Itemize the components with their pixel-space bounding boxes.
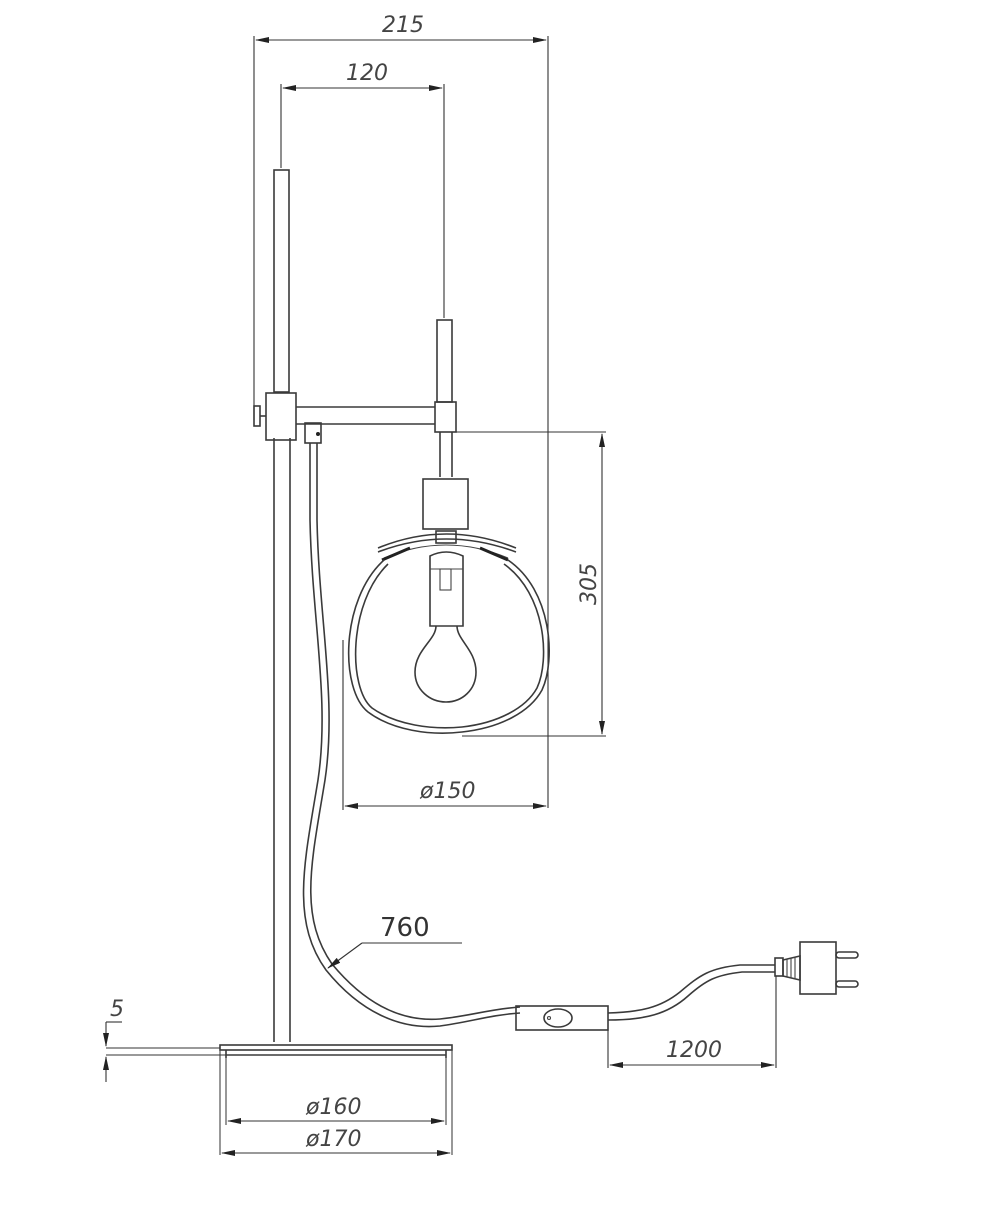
power-plug — [774, 941, 859, 995]
lamp-base — [219, 1044, 453, 1155]
plug-cable — [607, 964, 775, 1021]
label-160: ø160 — [305, 1095, 361, 1120]
rod-clamp — [253, 392, 297, 441]
dimension-base-outer-diameter: ø170 — [221, 1127, 451, 1156]
inline-switch — [515, 1005, 609, 1031]
dimension-base-thickness: 5 — [103, 997, 226, 1082]
dimension-arm-offset: 120 — [280, 61, 445, 318]
lamp-socket-holder — [377, 478, 517, 562]
lamp-rod — [273, 169, 291, 1042]
lamp-arm — [296, 319, 457, 477]
label-120: 120 — [346, 61, 388, 86]
label-170: ø170 — [305, 1127, 361, 1152]
dimension-base-inner-diameter: ø160 — [227, 1095, 445, 1124]
power-cable — [302, 443, 521, 1028]
label-5: 5 — [110, 997, 124, 1022]
label-150: ø150 — [419, 779, 475, 804]
label-1200: 1200 — [666, 1038, 722, 1063]
dimension-shade-diameter: ø150 — [342, 640, 547, 810]
dimension-shade-height: 305 — [456, 431, 606, 737]
light-bulb — [414, 551, 477, 703]
dimension-overall-width: 215 — [253, 13, 549, 808]
label-305: 305 — [577, 563, 602, 605]
label-760: 760 — [380, 913, 430, 943]
label-215: 215 — [382, 13, 424, 38]
glass-shade — [347, 559, 550, 734]
dimension-cable-length: 760 — [327, 913, 462, 969]
dimension-plug-cable-length: 1200 — [607, 976, 777, 1068]
